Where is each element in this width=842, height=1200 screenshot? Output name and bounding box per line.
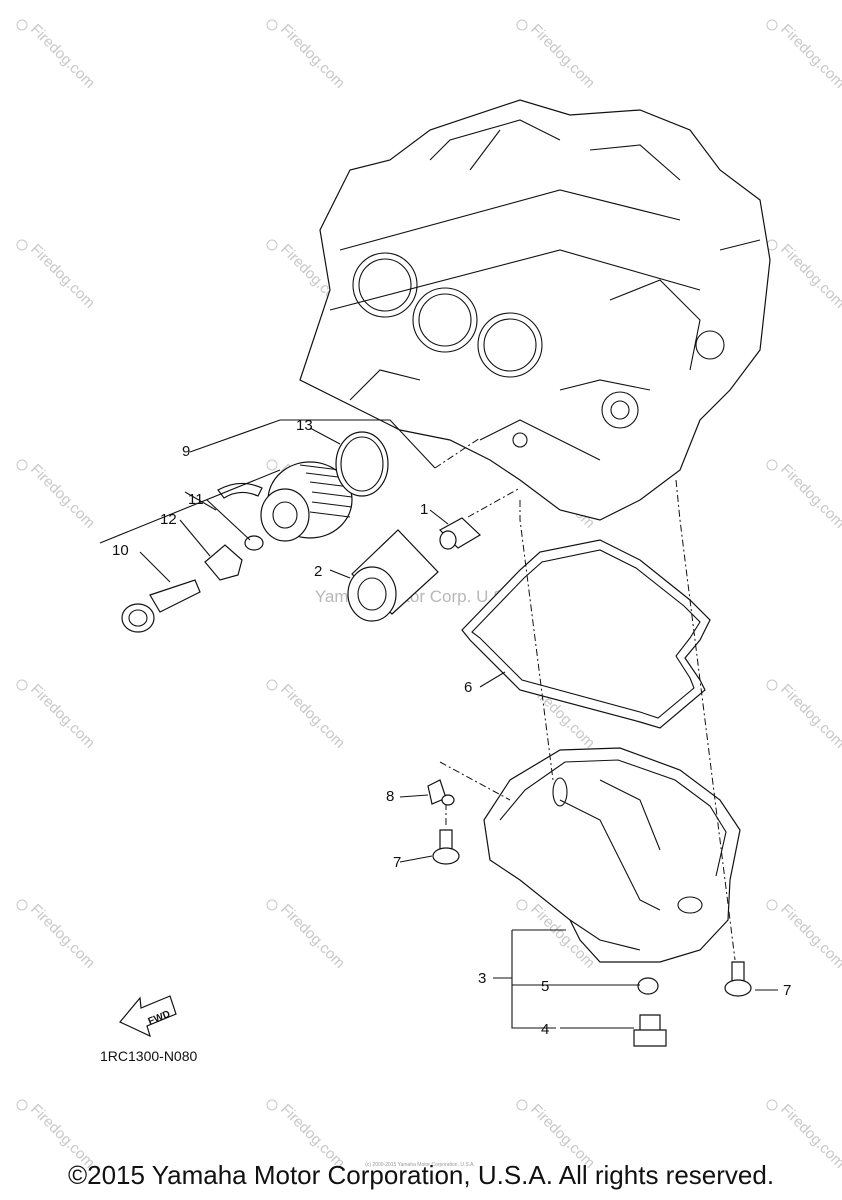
washer-12 bbox=[204, 544, 243, 581]
watermark-copyright-icon bbox=[516, 19, 528, 31]
o-ring-13 bbox=[335, 431, 389, 497]
callout-6: 6 bbox=[464, 679, 472, 696]
watermark-copyright-icon bbox=[16, 239, 28, 251]
callout-7-right: 7 bbox=[783, 982, 791, 999]
watermark-text: Firedog.com bbox=[277, 901, 348, 972]
watermark-text: Firedog.com bbox=[27, 901, 98, 972]
copyright-notice: ©2015 Yamaha Motor Corporation, U.S.A. A… bbox=[67, 1160, 775, 1190]
watermark-mark: Firedog.com bbox=[766, 239, 842, 312]
watermark-text: Firedog.com bbox=[777, 241, 842, 312]
callout-7-left: 7 bbox=[393, 854, 401, 871]
callout-9: 9 bbox=[182, 443, 190, 460]
watermark-text: Firedog.com bbox=[277, 21, 348, 92]
watermark-copyright-icon bbox=[16, 459, 28, 471]
reference-code: 1RC1300-N080 bbox=[100, 1048, 197, 1064]
watermark-copyright-icon bbox=[766, 679, 778, 691]
watermark-mark: Firedog.com bbox=[516, 19, 598, 92]
watermark-copyright-icon bbox=[766, 1099, 778, 1111]
watermark-copyright-icon bbox=[766, 899, 778, 911]
watermark-mark: Firedog.com bbox=[16, 679, 98, 752]
watermark-mark: Firedog.com bbox=[266, 899, 348, 972]
watermark-text: Firedog.com bbox=[27, 461, 98, 532]
watermark-text: Firedog.com bbox=[27, 681, 98, 752]
watermark-copyright-icon bbox=[266, 459, 278, 471]
watermark-mark: Firedog.com bbox=[766, 679, 842, 752]
watermark-copyright-icon bbox=[266, 899, 278, 911]
watermark-copyright-icon bbox=[516, 899, 528, 911]
watermark-copyright-icon bbox=[266, 19, 278, 31]
watermark-text: Firedog.com bbox=[777, 681, 842, 752]
watermark-mark: Firedog.com bbox=[16, 899, 98, 972]
watermark-mark: Firedog.com bbox=[766, 459, 842, 532]
callout-4: 4 bbox=[541, 1021, 549, 1038]
oil-pan-gasket bbox=[461, 539, 711, 729]
watermark-copyright-icon bbox=[266, 1099, 278, 1111]
pan-bolt-7-left bbox=[432, 829, 460, 865]
watermark-mark: Firedog.com bbox=[266, 19, 348, 92]
union-fitting-1 bbox=[439, 517, 481, 550]
watermark-text: Firedog.com bbox=[527, 21, 598, 92]
pan-bolt-7-right bbox=[724, 961, 752, 997]
callout-11: 11 bbox=[188, 491, 204, 508]
watermark-text: Firedog.com bbox=[27, 241, 98, 312]
watermark-text: Firedog.com bbox=[277, 681, 348, 752]
watermark-copyright-icon bbox=[16, 19, 28, 31]
callout-12: 12 bbox=[160, 511, 177, 528]
watermark-text: Firedog.com bbox=[777, 901, 842, 972]
callout-8: 8 bbox=[386, 788, 394, 805]
watermark-text: Firedog.com bbox=[777, 461, 842, 532]
drain-bolt-4 bbox=[633, 1014, 667, 1047]
watermark-copyright-icon bbox=[266, 239, 278, 251]
callout-13: 13 bbox=[296, 417, 313, 434]
oil-pan bbox=[483, 747, 741, 963]
watermark-mark: Firedog.com bbox=[266, 679, 348, 752]
watermark-copyright-icon bbox=[766, 19, 778, 31]
oil-filter bbox=[347, 529, 439, 622]
watermark-copyright-icon bbox=[516, 1099, 528, 1111]
watermark-mark: Firedog.com bbox=[16, 239, 98, 312]
watermark-mark: Firedog.com bbox=[16, 459, 98, 532]
watermark-copyright-icon bbox=[766, 459, 778, 471]
watermark-text: Firedog.com bbox=[777, 21, 842, 92]
callout-5: 5 bbox=[541, 978, 549, 995]
union-bolt-10 bbox=[121, 579, 201, 633]
watermark-mark: Firedog.com bbox=[16, 19, 98, 92]
callout-3: 3 bbox=[478, 970, 486, 987]
tiny-watermark: (c) 2000-2015 Yamaha Motor Corporation, … bbox=[365, 1162, 475, 1168]
bracket-8 bbox=[427, 779, 455, 806]
watermark-mark: Firedog.com bbox=[766, 899, 842, 972]
callout-1: 1 bbox=[420, 501, 428, 518]
watermark-copyright-icon bbox=[16, 1099, 28, 1111]
watermark-copyright-icon bbox=[266, 679, 278, 691]
drain-gasket-5 bbox=[637, 977, 659, 995]
callout-2: 2 bbox=[314, 563, 322, 580]
engine-block bbox=[299, 99, 771, 521]
watermark-mark: Firedog.com bbox=[766, 19, 842, 92]
callout-10: 10 bbox=[112, 542, 129, 559]
watermark-copyright-icon bbox=[16, 679, 28, 691]
watermark-text: Firedog.com bbox=[27, 21, 98, 92]
fwd-arrow-icon: FWD bbox=[119, 995, 177, 1038]
watermark-copyright-icon bbox=[16, 899, 28, 911]
